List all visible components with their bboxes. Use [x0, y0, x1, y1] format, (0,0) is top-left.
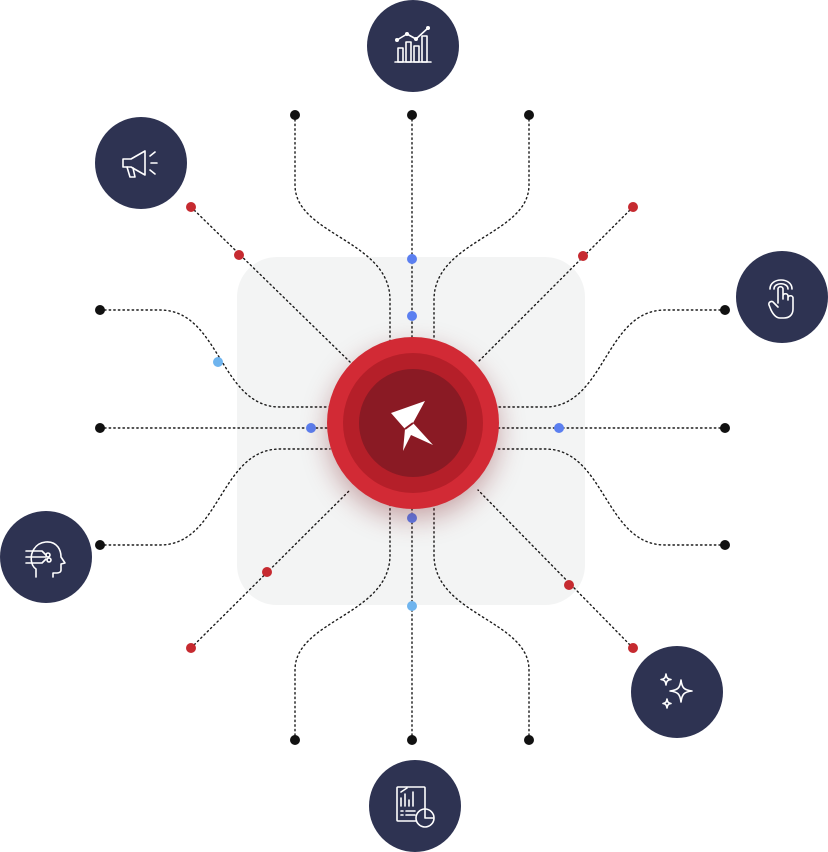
central-hub	[327, 337, 499, 509]
light-blue-dots	[213, 357, 417, 611]
endpoint-dots	[95, 110, 730, 745]
sparkles-icon	[660, 673, 693, 709]
red-dots	[186, 202, 638, 653]
blue-dots	[306, 254, 564, 523]
hand-pointer-touch-icon	[768, 279, 794, 319]
megaphone-icon	[122, 150, 158, 178]
wire-top-right	[433, 114, 530, 346]
node-magic[interactable]	[631, 646, 723, 738]
ai-head-brain-icon	[25, 541, 66, 578]
node-marketing[interactable]	[95, 117, 187, 209]
node-ai[interactable]	[0, 511, 92, 603]
brand-arrow-logo-icon	[391, 401, 433, 451]
wire-left-upper	[99, 309, 331, 408]
node-reports[interactable]	[369, 760, 461, 852]
node-interaction[interactable]	[736, 251, 828, 343]
wire-diagonal-bottom-right	[477, 489, 634, 649]
wire-left-lower	[99, 448, 331, 546]
wire-bottom-left	[294, 499, 391, 741]
hub-core	[359, 369, 467, 477]
wire-diagonal-top-right	[477, 206, 634, 363]
node-analytics[interactable]	[367, 0, 459, 92]
wire-top-left	[294, 114, 391, 346]
wire-diagonal-top-left	[190, 206, 351, 363]
wire-right-lower	[496, 448, 726, 546]
bar-chart-analytics-icon	[394, 26, 432, 63]
wire-bottom-right	[433, 499, 530, 741]
hub-ring	[343, 353, 483, 493]
wire-right-upper	[496, 309, 726, 408]
report-dashboard-icon	[396, 786, 435, 828]
